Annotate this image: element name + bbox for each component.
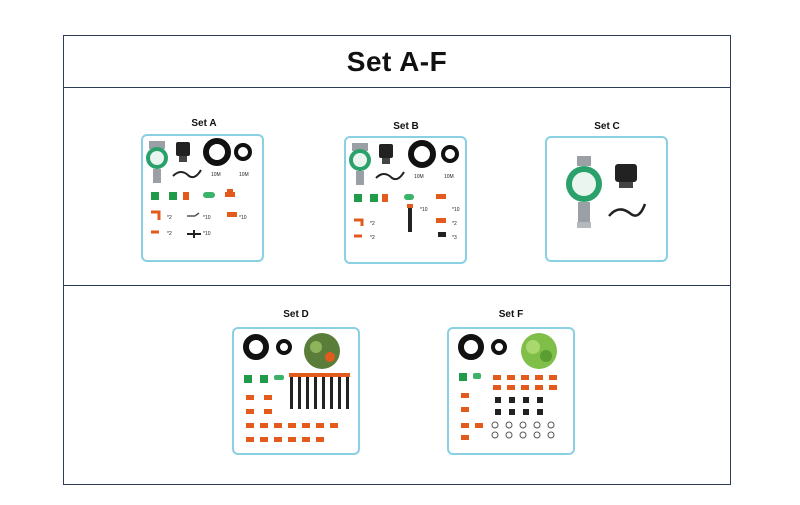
tube-coil-icon xyxy=(458,334,484,360)
set-d-label: Set D xyxy=(283,309,309,320)
set-f-label: Set F xyxy=(498,309,524,320)
set-b: Set B xyxy=(341,114,471,264)
tube-coil-icon xyxy=(203,138,231,166)
set-a-kit-image: *2 *10 *10 *2 *10 10M 10M xyxy=(146,138,252,238)
usb-cable-icon xyxy=(608,203,647,217)
set-c-label: Set C xyxy=(594,121,620,132)
hose-clamps-icon xyxy=(491,421,555,439)
elbow-fittings-icon xyxy=(246,395,338,442)
faucet-adapter-icon xyxy=(176,142,190,162)
elbow-fittings-icon xyxy=(151,210,237,238)
qty-label: *10 xyxy=(203,231,211,237)
tube-coil-icon xyxy=(243,334,269,360)
set-b-card: *10 *10 *2 *2 *2 *3 10M 10M xyxy=(344,136,467,264)
connectors-icon xyxy=(459,373,481,381)
set-c-kit-image xyxy=(566,156,647,228)
qty-label: *10 xyxy=(239,215,247,221)
sprinkler-heads-icon xyxy=(495,397,543,415)
set-a-label: Set A xyxy=(191,118,217,129)
small-tube-coil-icon xyxy=(441,145,459,163)
qty-label: *2 xyxy=(452,221,457,227)
set-c: Set C xyxy=(542,114,672,264)
small-tube-coil-icon xyxy=(234,143,252,161)
elbow-fittings-icon xyxy=(354,218,446,238)
qty-label: *2 xyxy=(370,221,375,227)
elbow-fittings-icon xyxy=(461,423,483,440)
connectors-icon xyxy=(151,189,235,200)
plant-photo-icon xyxy=(521,333,557,369)
set-d-card xyxy=(232,327,360,455)
set-b-label: Set B xyxy=(393,121,419,132)
usb-cable-icon xyxy=(375,171,405,181)
qty-label: *2 xyxy=(167,231,172,237)
water-timer-icon xyxy=(146,141,168,183)
set-f-card xyxy=(447,327,575,455)
tube-label: 10M xyxy=(414,174,424,180)
set-a-card: *2 *10 *10 *2 *10 10M 10M xyxy=(141,134,264,262)
set-d-kit-image xyxy=(243,333,350,442)
drip-stake-icon xyxy=(407,204,413,232)
connectors-icon xyxy=(354,194,446,202)
sets-table: Set A-F Set A xyxy=(63,35,731,485)
tube-label: 10M xyxy=(444,174,454,180)
qty-label: *2 xyxy=(167,215,172,221)
qty-label: *2 xyxy=(370,235,375,241)
faucet-adapter-icon xyxy=(615,164,637,188)
page-title: Set A-F xyxy=(346,45,448,77)
set-f-kit-image xyxy=(458,333,557,440)
water-timer-icon xyxy=(566,156,602,228)
faucet-adapter-icon xyxy=(379,144,393,164)
qty-label: *10 xyxy=(452,207,460,213)
title-row: Set A-F xyxy=(64,36,730,88)
tube-coil-icon xyxy=(408,140,436,168)
tee-fittings-icon xyxy=(461,375,557,412)
qty-label: *3 xyxy=(452,235,457,241)
set-b-kit-image: *10 *10 *2 *2 *2 *3 10M 10M xyxy=(349,140,460,241)
small-tube-coil-icon xyxy=(491,339,507,355)
connectors-icon xyxy=(244,375,284,383)
plant-photo-icon xyxy=(304,333,340,369)
tube-label: 10M xyxy=(239,172,249,178)
usb-cable-icon xyxy=(172,169,202,179)
set-d: Set D xyxy=(230,305,362,465)
water-timer-icon xyxy=(349,143,371,185)
qty-label: *10 xyxy=(420,207,428,213)
set-a: Set A xyxy=(139,114,269,264)
tube-label: 10M xyxy=(211,172,221,178)
qty-label: *10 xyxy=(203,215,211,221)
row-sets-d-f: Set D xyxy=(64,286,730,484)
set-c-card xyxy=(545,136,668,262)
set-f: Set F xyxy=(445,305,577,465)
drip-stakes-icon xyxy=(289,373,350,409)
row-sets-a-c: Set A xyxy=(64,88,730,286)
small-tube-coil-icon xyxy=(276,339,292,355)
